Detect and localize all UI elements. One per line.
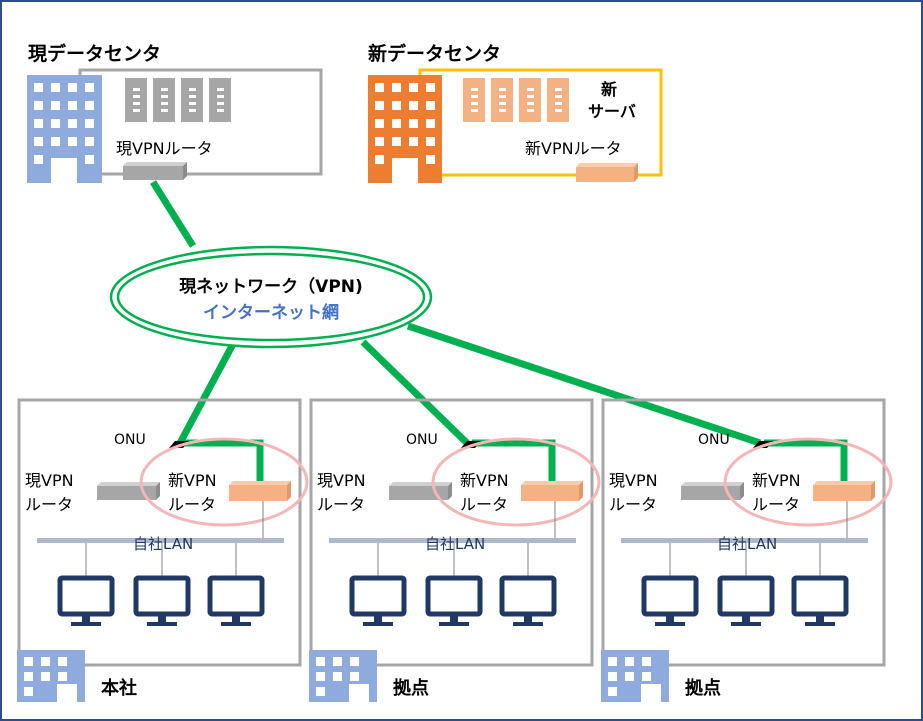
current-datacenter: 現データセンタ 現VPNルータ (27, 42, 323, 183)
new-dc-title: 新データセンタ (368, 42, 501, 65)
current-server-rack-icon (125, 78, 231, 122)
old-router-label-line2: ルータ (317, 495, 365, 514)
pc-monitor-icon (717, 575, 775, 626)
pc-monitor-icon (133, 575, 191, 626)
old-router-icon (681, 482, 744, 500)
site-name-label: 拠点 (393, 677, 429, 699)
new-router-label-line1: 新VPN (752, 471, 801, 490)
lan-label: 自社LAN (717, 535, 777, 553)
lan-label: 自社LAN (425, 535, 485, 553)
lan-bar (329, 538, 576, 543)
network-subtitle: インターネット網 (203, 302, 339, 323)
old-router-label-line2: ルータ (609, 495, 657, 514)
new-dc-router-label: 新VPNルータ (525, 139, 622, 158)
old-router-label-line1: 現VPN (609, 471, 658, 490)
link-network-to-honsha (176, 342, 237, 445)
site-box (309, 398, 594, 667)
onu-label: ONU (698, 432, 730, 448)
pc-monitor-icon (791, 575, 849, 626)
new-router-highlight-ring (139, 437, 309, 527)
pc-monitor-icon (425, 575, 483, 626)
pc-monitor-icon (499, 575, 557, 626)
new-dc-router-icon (576, 163, 638, 182)
pc-monitor-icon (641, 575, 699, 626)
old-router-icon (389, 482, 452, 500)
new-router-icon (813, 481, 875, 501)
site-box (601, 398, 886, 667)
lan-bar (621, 538, 868, 543)
lan-bar (37, 538, 284, 543)
current-dc-router-label: 現VPNルータ (116, 139, 213, 158)
old-router-icon (97, 482, 160, 500)
current-dc-building-icon (27, 75, 102, 183)
link-dc-to-network (150, 180, 196, 248)
old-router-label-line1: 現VPN (317, 471, 366, 490)
new-dc-building-icon (368, 75, 442, 183)
new-router-label-line1: 新VPN (168, 471, 217, 490)
new-server-rack-icon (463, 78, 569, 122)
site-name-label: 本社 (101, 677, 137, 699)
current-dc-title: 現データセンタ (28, 42, 161, 65)
onu-label: ONU (406, 432, 438, 448)
new-router-highlight-ring (431, 437, 601, 527)
onu-label: ONU (114, 432, 146, 448)
vpn-network-cloud: 現ネットワーク（VPN) インターネット網 (109, 245, 433, 349)
new-router-label-line2: ルータ (460, 495, 508, 514)
new-router-highlight-ring (723, 437, 893, 527)
new-router-label-line2: ルータ (752, 495, 800, 514)
new-server-label-line1: 新 (601, 80, 617, 99)
site-building-icon (601, 650, 669, 702)
new-router-label-line1: 新VPN (460, 471, 509, 490)
current-dc-router-icon (123, 162, 187, 180)
old-router-label-line1: 現VPN (25, 471, 74, 490)
site-box (17, 398, 302, 667)
new-router-icon (521, 481, 583, 501)
pc-monitor-icon (349, 575, 407, 626)
link-network-to-site1 (360, 339, 470, 446)
pc-monitor-icon (207, 575, 265, 626)
pc-monitor-icon (57, 575, 115, 626)
link-network-to-site2 (406, 322, 762, 447)
old-router-label-line2: ルータ (25, 495, 73, 514)
site-name-label: 拠点 (685, 677, 721, 699)
new-router-label-line2: ルータ (168, 495, 216, 514)
new-router-icon (229, 481, 291, 501)
network-title: 現ネットワーク（VPN) (179, 276, 363, 297)
site-building-icon (309, 650, 377, 702)
lan-label: 自社LAN (133, 535, 193, 553)
new-datacenter: 新データセンタ 新 サーバ 新VPNルータ (368, 42, 663, 183)
site-building-icon (17, 650, 85, 702)
new-server-label-line2: サーバ (588, 102, 636, 121)
vpn-links (150, 180, 762, 447)
